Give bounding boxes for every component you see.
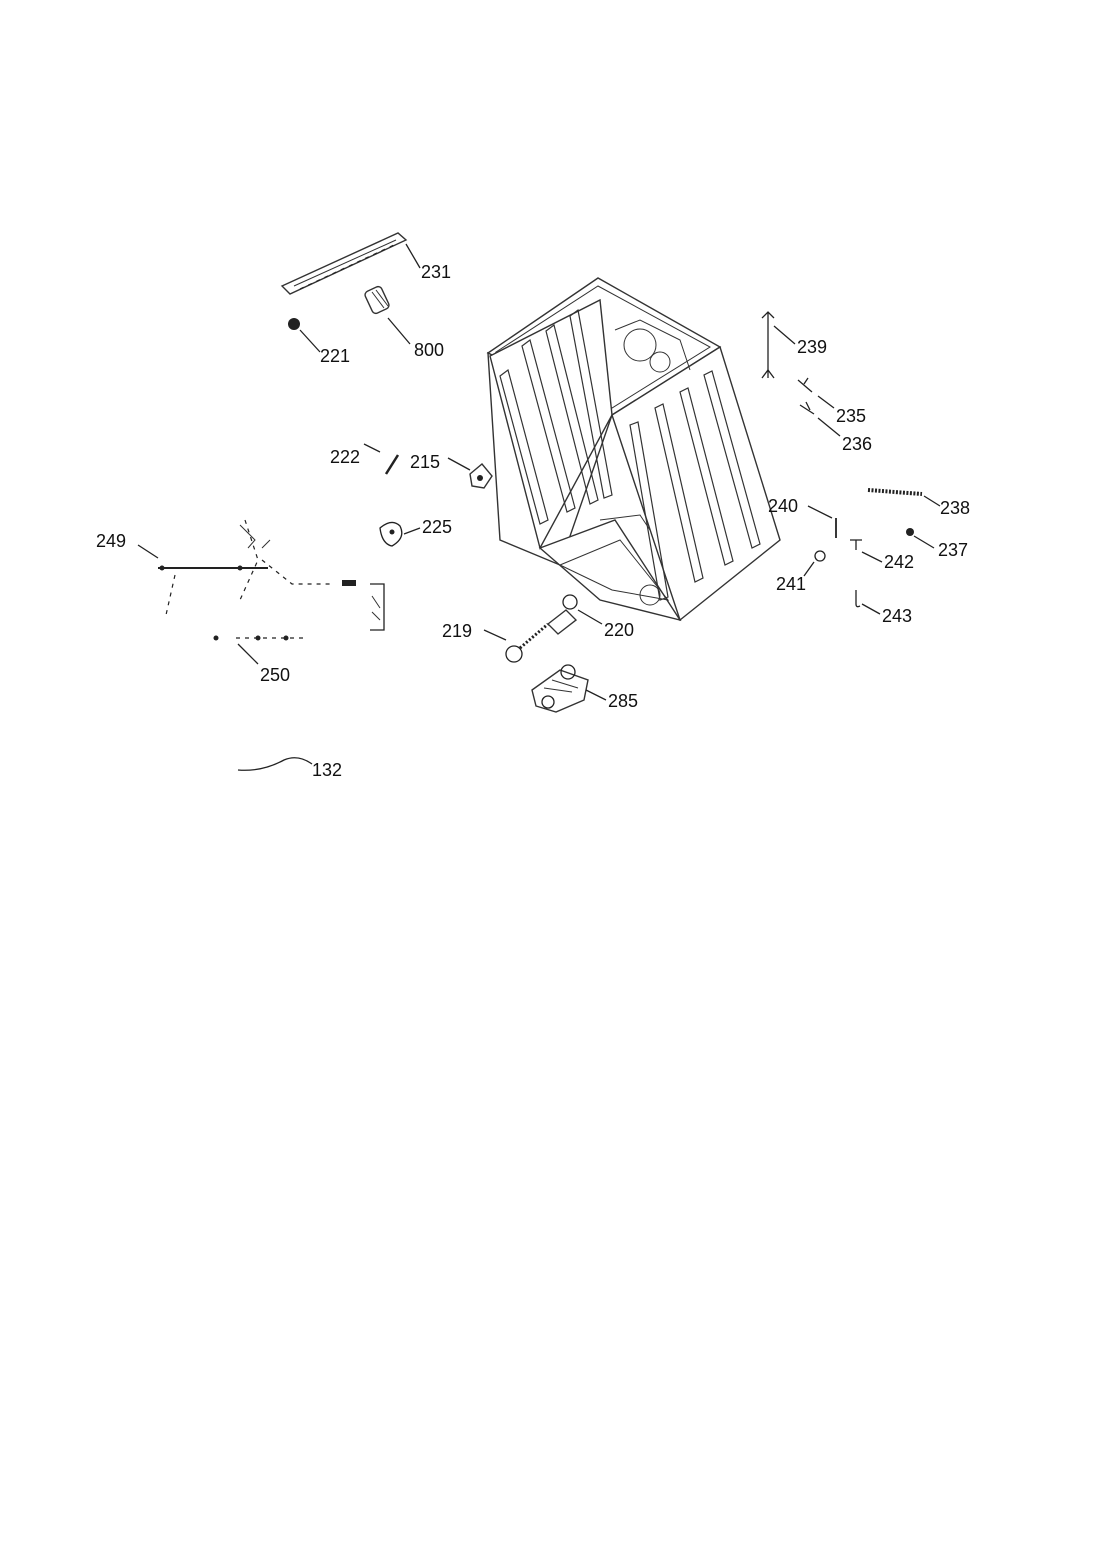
callout-132: 132 — [312, 760, 342, 780]
callout-241: 241 — [776, 574, 806, 594]
callout-800: 800 — [414, 340, 444, 360]
part-235-236-clips — [797, 377, 841, 437]
part-231-top-rail — [280, 232, 421, 295]
part-225-bracket — [379, 521, 421, 547]
part-240-rod — [807, 505, 837, 538]
part-800-connector — [364, 285, 411, 345]
callout-237: 237 — [938, 540, 968, 560]
part-215-latch — [447, 457, 493, 489]
part-250-cable — [213, 635, 304, 665]
callout-231: 231 — [421, 262, 451, 282]
part-221-knob — [288, 318, 321, 353]
callout-220: 220 — [604, 620, 634, 640]
part-241-washer — [803, 550, 826, 577]
callout-238: 238 — [940, 498, 970, 518]
part-237-screw — [906, 528, 935, 549]
cabinet-housing — [486, 277, 781, 622]
callout-219: 219 — [442, 621, 472, 641]
callout-239: 239 — [797, 337, 827, 357]
callout-242: 242 — [884, 552, 914, 572]
callout-225: 225 — [422, 517, 452, 537]
callout-236: 236 — [842, 434, 872, 454]
part-243-hook — [855, 590, 881, 615]
callout-240: 240 — [768, 496, 798, 516]
part-132-tube — [237, 757, 313, 771]
part-285-pump-motor — [531, 664, 607, 713]
part-219-220-drain-hose — [483, 594, 603, 663]
callout-221: 221 — [320, 346, 350, 366]
callout-250: 250 — [260, 665, 290, 685]
part-239-hanger — [761, 311, 796, 379]
callout-243: 243 — [882, 606, 912, 626]
part-242-clip — [850, 539, 883, 563]
part-238-spring — [867, 488, 941, 507]
part-222-pin — [363, 443, 400, 475]
callout-222: 222 — [330, 447, 360, 467]
callout-285: 285 — [608, 691, 638, 711]
part-249-wiring-harness — [137, 519, 385, 631]
callout-215: 215 — [410, 452, 440, 472]
callout-235: 235 — [836, 406, 866, 426]
callout-249: 249 — [96, 531, 126, 551]
